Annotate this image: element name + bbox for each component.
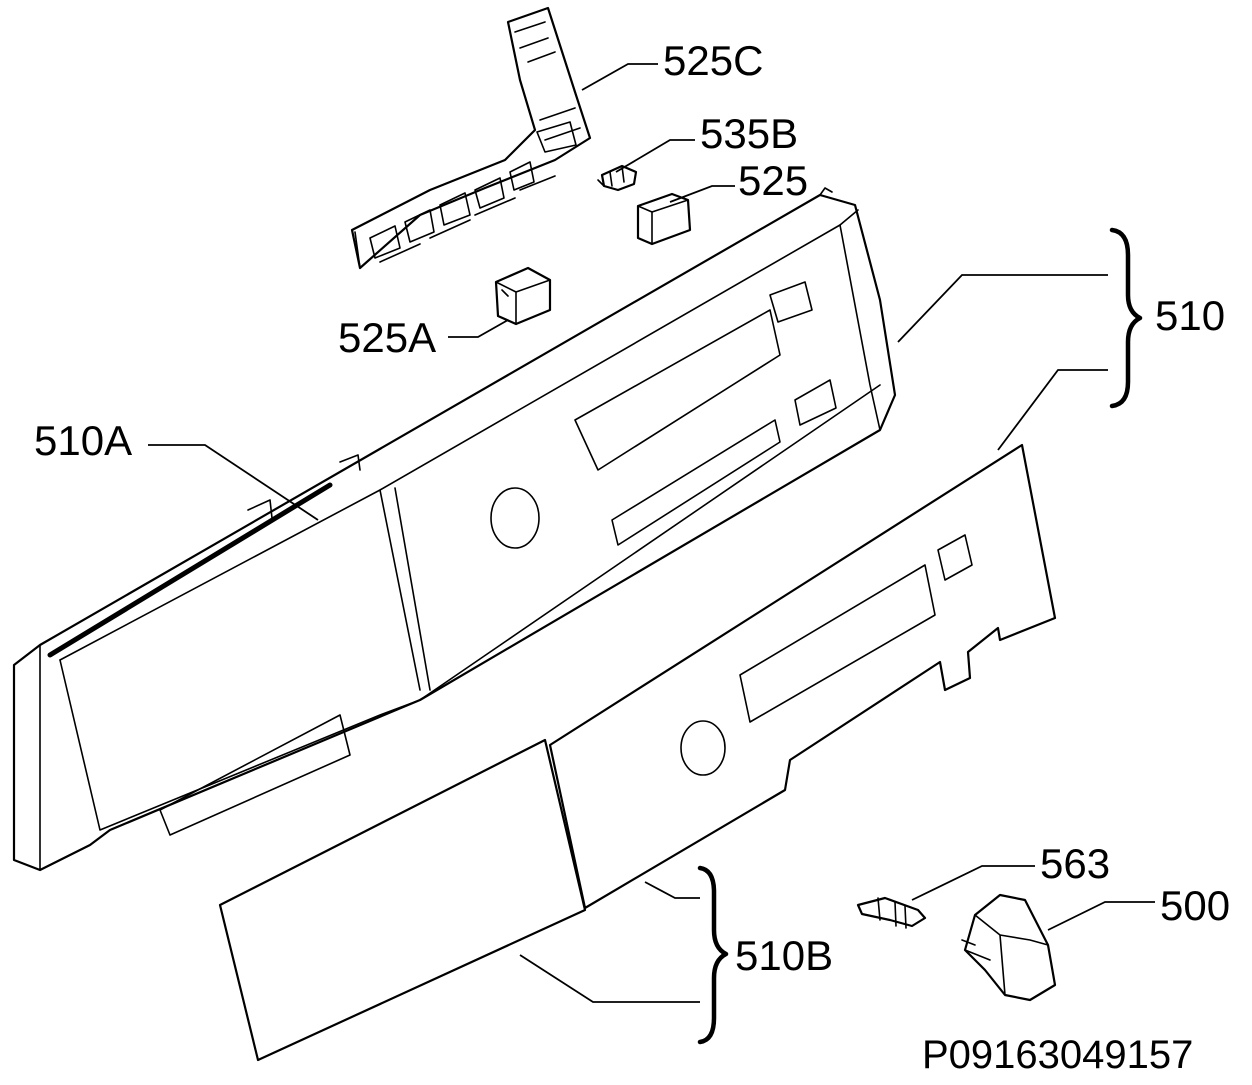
- part-510b-decal-left: [218, 738, 587, 1062]
- label-535b: 535B: [700, 110, 798, 157]
- label-510: 510: [1155, 292, 1225, 339]
- label-563: 563: [1040, 840, 1110, 887]
- part-563-pin: [856, 896, 927, 929]
- part-510-control-panel: [12, 187, 897, 872]
- part-525c-board-frame: [350, 6, 592, 270]
- part-510b-decal-right: [548, 443, 1057, 910]
- bracket-510: [1109, 227, 1143, 409]
- part-500-knob: [961, 893, 1057, 1002]
- label-500: 500: [1160, 882, 1230, 929]
- label-525c: 525C: [663, 37, 763, 84]
- bracket-510b: [697, 865, 729, 1045]
- label-525: 525: [738, 157, 808, 204]
- label-510b: 510B: [735, 932, 833, 979]
- part-525-button: [636, 192, 692, 246]
- leader-lines: [148, 63, 1155, 1003]
- label-510a: 510A: [34, 417, 132, 464]
- part-525a-button: [494, 266, 552, 326]
- reference-code: P09163049157: [922, 1033, 1193, 1077]
- part-510a-edge: [47, 482, 333, 658]
- label-525a: 525A: [338, 314, 436, 361]
- part-535b-clip: [597, 164, 638, 192]
